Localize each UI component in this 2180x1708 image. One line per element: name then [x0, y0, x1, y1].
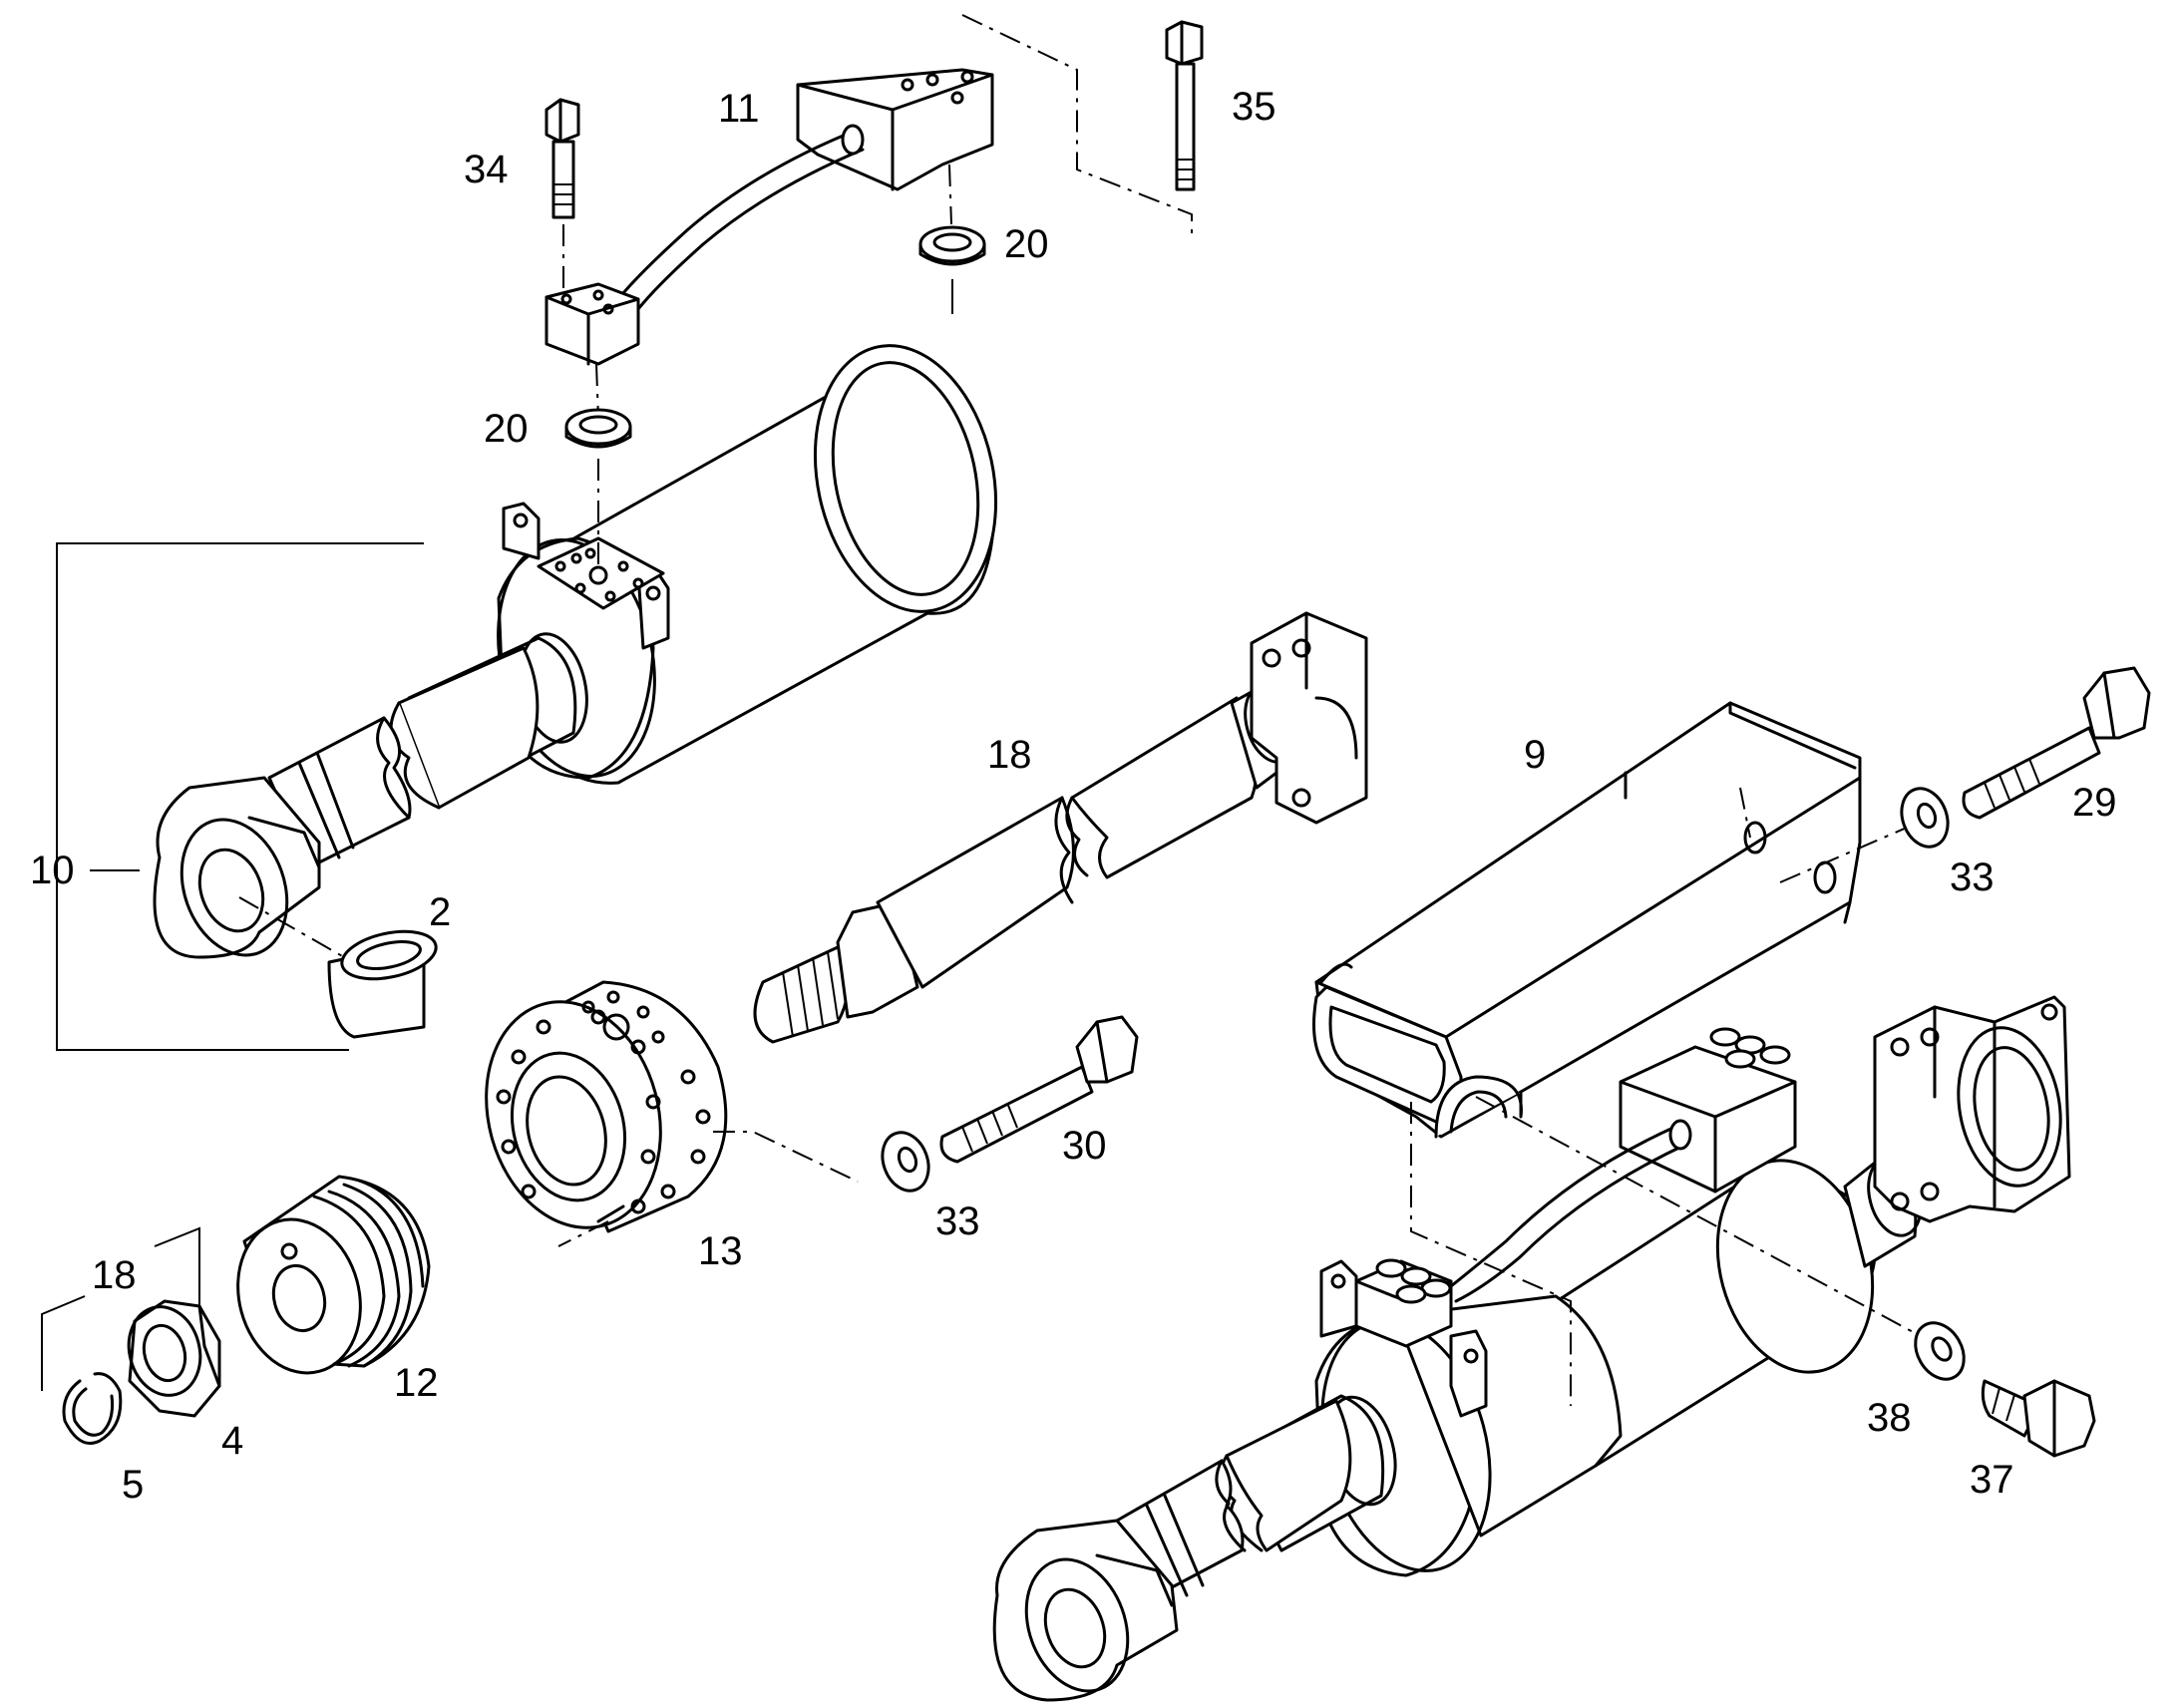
washer-33-mid [881, 1131, 930, 1193]
label-18-small: 18 [92, 1253, 137, 1297]
label-20-mid: 20 [484, 407, 529, 451]
piston-seal-12 [236, 1175, 431, 1375]
label-29: 29 [2072, 781, 2117, 825]
label-35: 35 [1232, 85, 1276, 129]
assembly-10-bracket [56, 542, 424, 1051]
washer-20-top [918, 225, 986, 266]
washer-38 [1914, 1321, 1966, 1381]
label-20-top: 20 [1004, 222, 1049, 266]
label-12: 12 [394, 1361, 439, 1405]
bolt-34 [545, 98, 580, 219]
bolt-37 [1981, 1379, 2096, 1458]
label-13: 13 [698, 1229, 743, 1273]
label-18-rod: 18 [987, 733, 1032, 777]
bushing-part [327, 929, 438, 1039]
label-33-right: 33 [1950, 855, 1995, 899]
label-10: 10 [30, 849, 75, 892]
nut-4 [127, 1299, 221, 1418]
connector-block [545, 282, 640, 366]
bolt-29 [1962, 666, 2151, 820]
sensor-housing [616, 68, 994, 311]
cover-9 [1312, 701, 1862, 1139]
piston-rod-18 [753, 611, 1368, 1044]
lower-hydraulic-cylinder [992, 995, 2071, 1702]
bolt-30 [939, 1015, 1139, 1164]
upper-hydraulic-cylinder [153, 344, 998, 959]
label-30: 30 [1062, 1124, 1107, 1168]
label-9: 9 [1524, 733, 1546, 777]
label-33-mid: 33 [935, 1199, 980, 1243]
piston-head-13 [485, 980, 728, 1233]
washer-20-mid [564, 408, 632, 449]
washer-33-right [1900, 787, 1950, 849]
label-5: 5 [122, 1463, 144, 1507]
label-11: 11 [718, 87, 760, 131]
bolt-35 [1165, 20, 1204, 191]
assembly-18-bracket [41, 1226, 200, 1391]
label-2: 2 [429, 890, 451, 934]
label-4: 4 [221, 1419, 243, 1463]
label-38: 38 [1867, 1396, 1912, 1440]
label-37: 37 [1970, 1458, 2014, 1502]
callout-labels: 2 4 5 9 10 11 12 13 18 18 20 20 29 30 33… [30, 85, 2117, 1507]
label-34: 34 [464, 148, 509, 191]
circlip-5 [62, 1372, 123, 1445]
